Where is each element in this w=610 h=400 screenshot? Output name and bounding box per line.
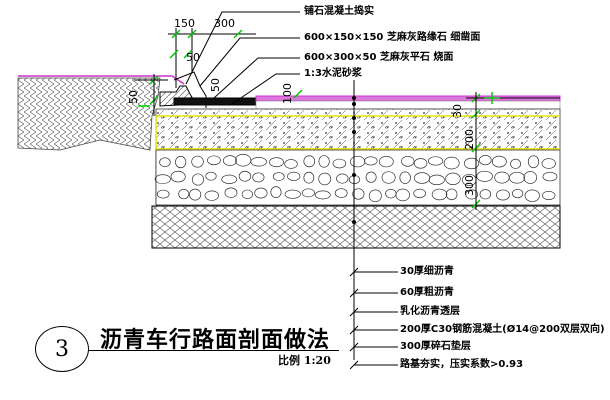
section-title: 沥青车行路面剖面做法 — [100, 327, 331, 353]
layer-label-fine-asphalt: 30厚细沥青 — [400, 266, 454, 277]
section-number: 3 — [55, 336, 69, 362]
layer-label-prime-coat: 乳化沥青透层 — [400, 306, 460, 317]
dim-100: 100 — [281, 83, 294, 104]
dim-300-v: 300 — [463, 175, 476, 196]
title-underline — [89, 350, 339, 351]
dim-50-b: 50 — [209, 78, 222, 92]
gravel-layer — [155, 149, 561, 206]
left-top-edge — [18, 75, 185, 85]
label-flat-stone: 600×300×50 芝麻灰平石 烧面 — [304, 52, 454, 63]
dim-50-v: 50 — [127, 90, 140, 104]
section-number-circle: 3 — [35, 326, 89, 372]
layer-leader-slants — [349, 267, 359, 370]
dim-50-a: 50 — [186, 51, 200, 64]
green-markers — [138, 92, 500, 107]
asphalt-coarse — [255, 100, 561, 110]
concrete-layer — [155, 108, 561, 150]
dim-300: 300 — [214, 17, 235, 30]
dim-150: 150 — [174, 17, 195, 30]
layer-label-gravel: 300厚碎石垫层 — [400, 341, 471, 352]
layer-leader-ticks — [354, 271, 398, 366]
left-paver-area — [17, 77, 161, 151]
label-mortar: 1:3水泥砂浆 — [304, 68, 362, 79]
label-concrete-fill: 铺石混凝土捣实 — [304, 6, 374, 17]
gravel-stones — [154, 153, 558, 203]
section-scale: 比例 1:20 — [278, 354, 331, 367]
left-dim-line — [134, 74, 168, 116]
leader-dots — [352, 96, 356, 224]
layer-label-subgrade: 路基夯实，压实系数>0.93 — [400, 359, 524, 370]
layer-label-coarse-asphalt: 60厚粗沥青 — [400, 287, 454, 298]
flat-stone — [173, 97, 257, 106]
label-curb-stone: 600×150×150 芝麻灰路缘石 细凿面 — [304, 32, 481, 43]
dim-200: 200 — [463, 129, 476, 150]
subgrade-layer — [151, 205, 561, 249]
dim-30: 30 — [451, 104, 464, 118]
top-leader-lines — [185, 11, 300, 105]
right-dim-line — [466, 92, 560, 210]
layer-label-concrete: 200厚C30钢筋混凝土(Ø14@200双层双向) — [400, 324, 605, 335]
